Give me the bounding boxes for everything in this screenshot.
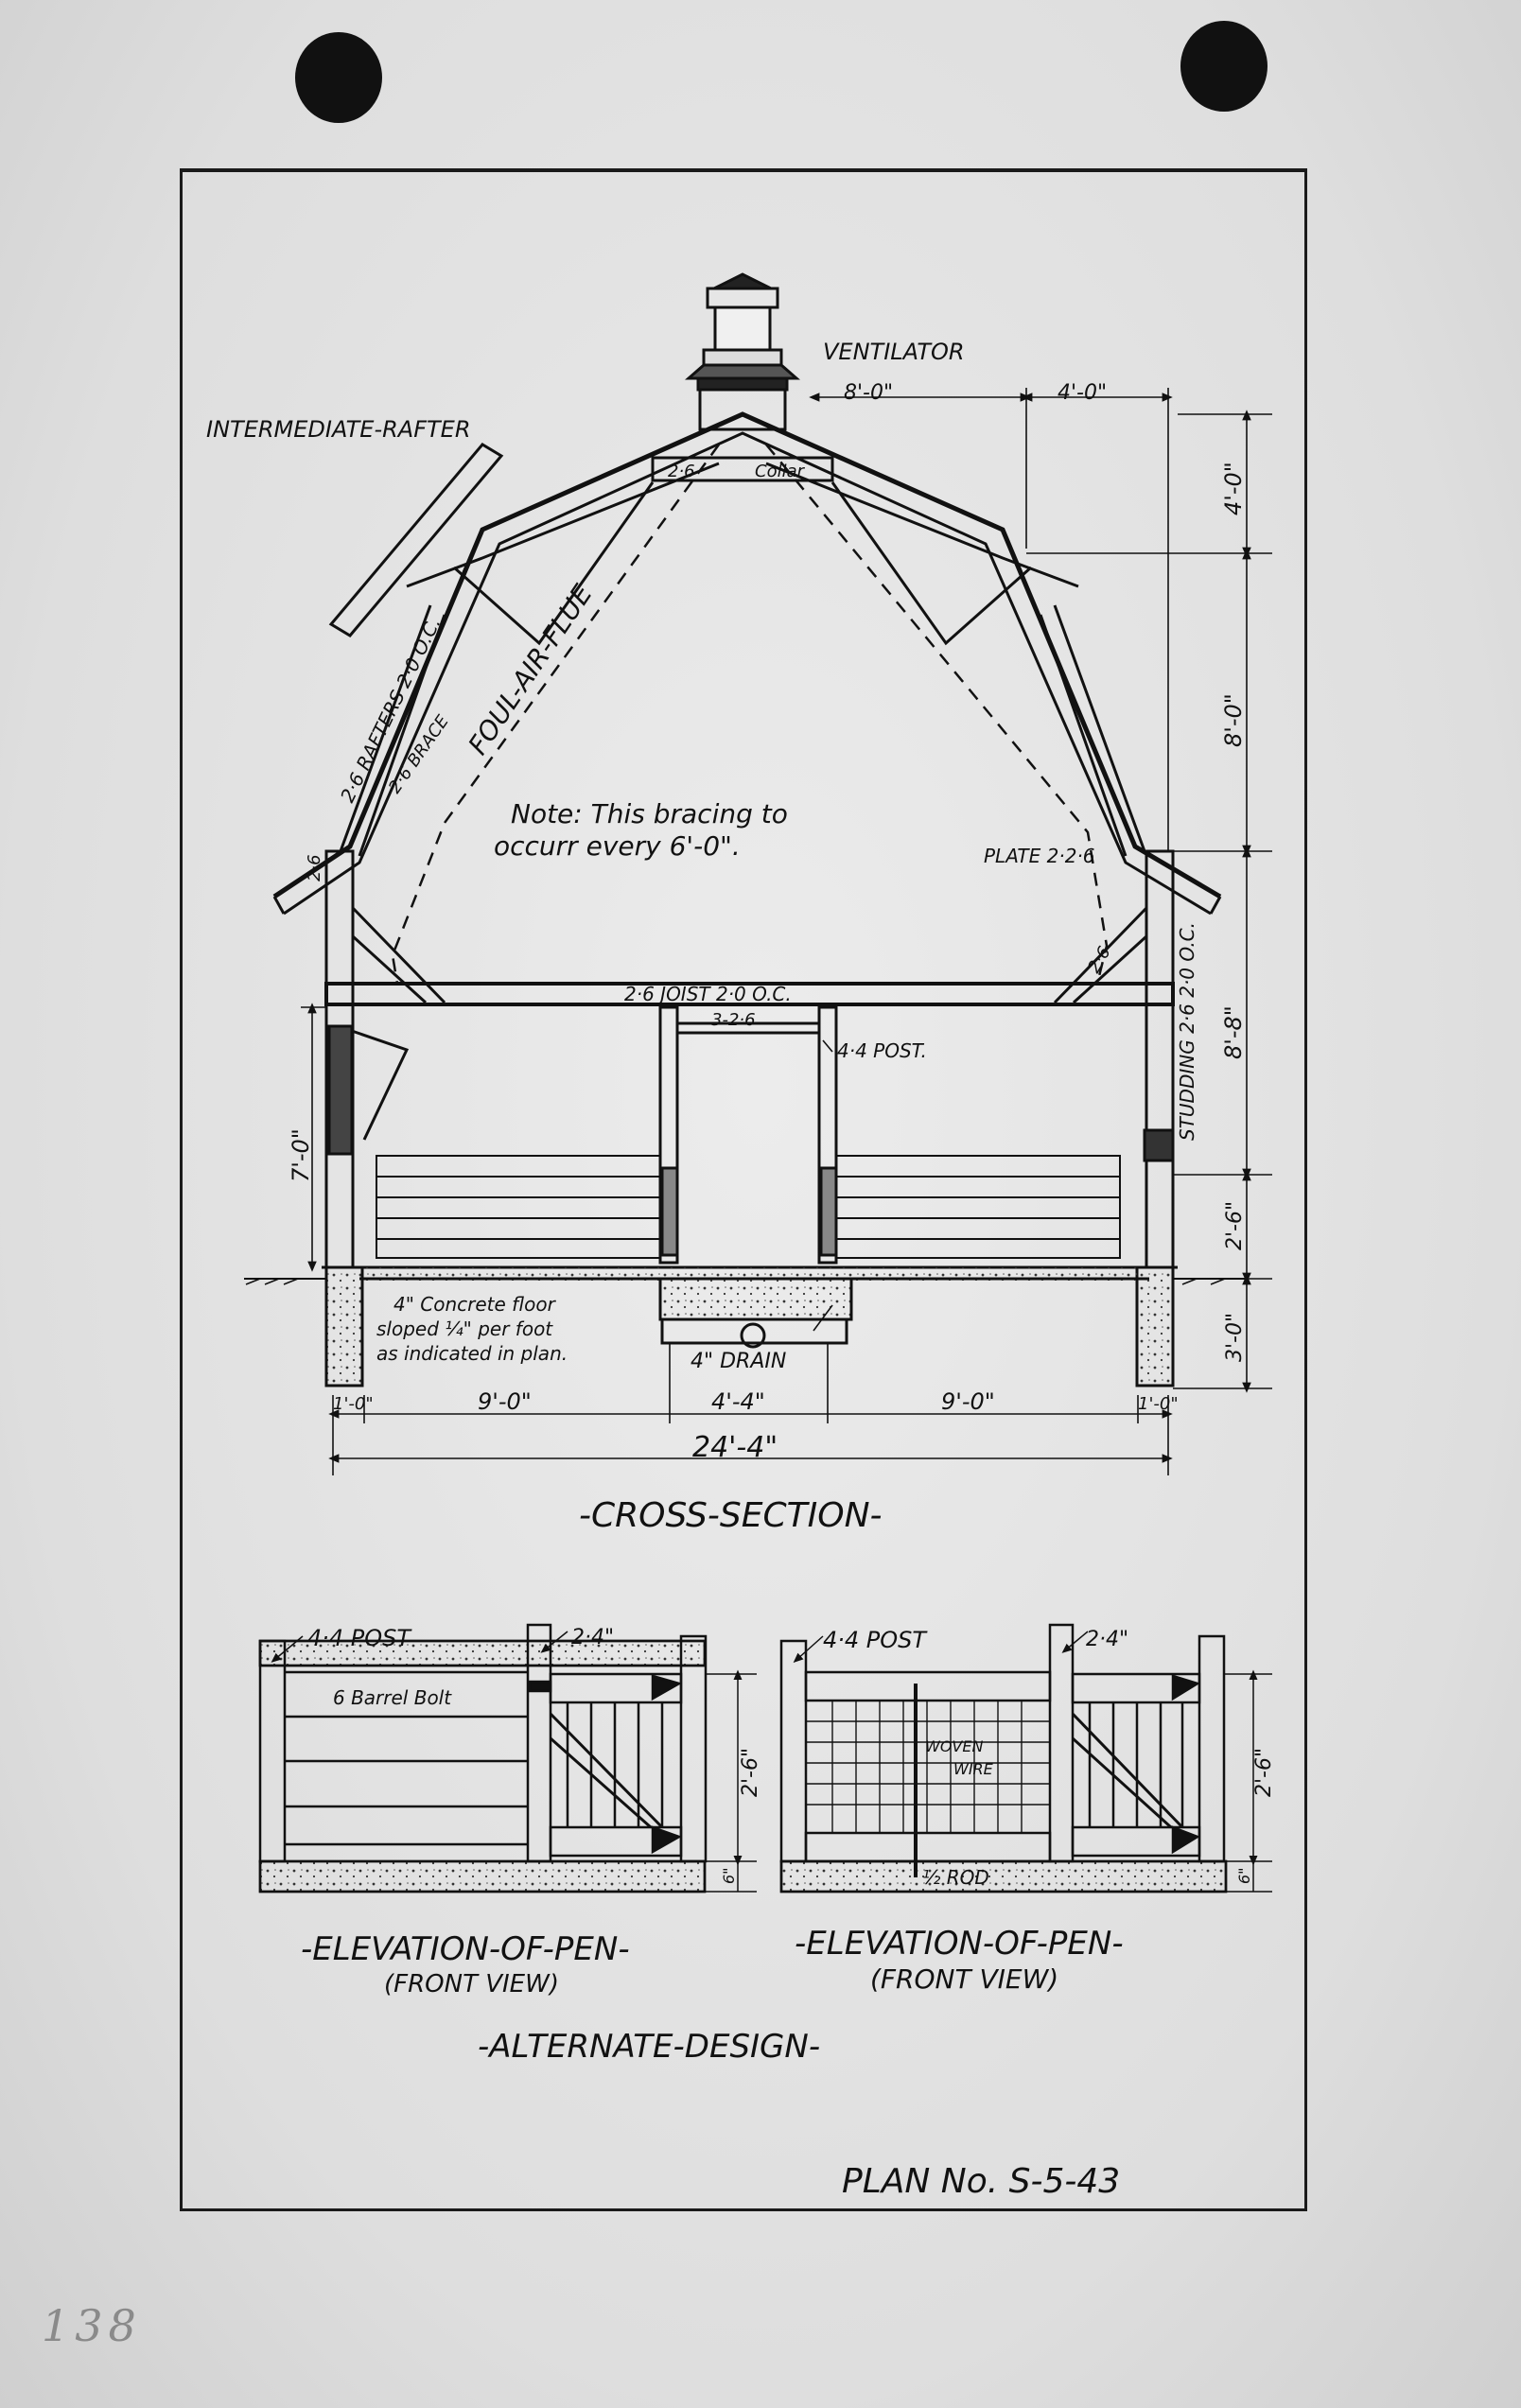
note-line-1: Note: This bracing to bbox=[511, 798, 788, 829]
barrel-bolt-label: 6 Barrel Bolt bbox=[333, 1686, 452, 1709]
collar-label: Collar bbox=[755, 462, 806, 481]
front-view-left: (FRONT VIEW) bbox=[384, 1970, 559, 1998]
collar-size-label: 2·6 bbox=[668, 462, 695, 481]
dim-right-8-0: 8'-0" bbox=[1220, 693, 1247, 747]
plan-number: PLAN No. S-5-43 bbox=[842, 2162, 1120, 2201]
plate-label: PLATE 2·2·6 bbox=[984, 845, 1095, 867]
page-number: 138 bbox=[42, 2300, 142, 2351]
drain-label: 4" DRAIN bbox=[691, 1350, 786, 1373]
floor-note-line-1: 4" Concrete floor bbox=[393, 1293, 557, 1316]
right-size-label: 2·6 bbox=[1084, 943, 1115, 976]
punch-hole-left bbox=[295, 32, 382, 123]
left-2x4-label: 2·4" bbox=[571, 1626, 614, 1649]
elevation-right-labels: 4·4 POST 2·4" WOVEN WIRE ½ ROD 2'-6" 6" bbox=[823, 1627, 1276, 1889]
drawing-border bbox=[180, 168, 1307, 2211]
right-2x4-label: 2·4" bbox=[1086, 1628, 1128, 1651]
elevation-left-labels: 4·4 POST 2·4" 6 Barrel Bolt 2'-6" 6" bbox=[307, 1625, 762, 1884]
note-line-2: occurr every 6'-0". bbox=[494, 830, 741, 862]
post-label: 4·4 POST. bbox=[837, 1039, 927, 1062]
punch-hole-right bbox=[1180, 21, 1268, 112]
floor-note-line-3: as indicated in plan. bbox=[376, 1342, 568, 1365]
beam-label: 3-2·6 bbox=[711, 1010, 756, 1030]
dim-left-7-0: 7'-0" bbox=[288, 1128, 314, 1182]
left-post-label: 4·4 POST bbox=[307, 1625, 412, 1651]
rod-label: ½ ROD bbox=[922, 1866, 989, 1889]
dim-bottom-1-0-left: 1'-0" bbox=[333, 1394, 374, 1414]
woven-wire-label-1: WOVEN bbox=[925, 1737, 983, 1755]
dim-right-3-0: 3'-0" bbox=[1223, 1313, 1247, 1362]
intermediate-rafter-label: INTERMEDIATE-RAFTER bbox=[206, 416, 471, 443]
elevation-left-frame bbox=[258, 1623, 757, 1893]
joist-label: 2·6 JOIST 2·0 O.C. bbox=[624, 983, 792, 1005]
dim-right-2-6: 2'-6" bbox=[1223, 1201, 1247, 1250]
alternate-design-title: -ALTERNATE-DESIGN- bbox=[478, 2028, 820, 2066]
elevation-right-title: -ELEVATION-OF-PEN- bbox=[795, 1925, 1124, 1963]
dim-right-8-8: 8'-8" bbox=[1220, 1005, 1247, 1059]
right-base-dim: 6" bbox=[1235, 1867, 1253, 1884]
left-base-dim: 6" bbox=[720, 1867, 738, 1884]
dim-overall: 24'-4" bbox=[692, 1431, 778, 1464]
ventilator-label: VENTILATOR bbox=[823, 339, 965, 365]
dim-bottom-9-0-left: 9'-0" bbox=[478, 1388, 532, 1415]
dim-bottom-1-0-right: 1'-0" bbox=[1138, 1394, 1179, 1414]
foul-air-flue-label: FOUL-AIR-FLUE bbox=[462, 579, 598, 760]
cross-section-title: -CROSS-SECTION- bbox=[579, 1496, 882, 1535]
dim-top-8-0: 8'-0" bbox=[844, 381, 893, 405]
cross-section bbox=[244, 272, 1272, 1475]
right-height-dim: 2'-6" bbox=[1252, 1748, 1276, 1797]
left-size-label: 2·6 bbox=[305, 854, 324, 881]
floor-note-line-2: sloped ¼" per foot bbox=[376, 1317, 553, 1340]
dim-right-4-0: 4'-0" bbox=[1220, 462, 1247, 515]
ventilator-drawing bbox=[685, 272, 800, 431]
front-view-right: (FRONT VIEW) bbox=[870, 1963, 1058, 1995]
woven-wire-label-2: WIRE bbox=[953, 1760, 994, 1778]
dim-top-4-0: 4'-0" bbox=[1058, 381, 1107, 405]
elevation-right-frame bbox=[779, 1623, 1272, 1893]
studding-label: STUDDING 2·6 2·0 O.C. bbox=[1176, 922, 1198, 1141]
dim-bottom-9-0-right: 9'-0" bbox=[941, 1388, 995, 1415]
right-post-label: 4·4 POST bbox=[823, 1627, 928, 1653]
dim-bottom-4-4: 4'-4" bbox=[711, 1388, 765, 1415]
left-height-dim: 2'-6" bbox=[739, 1748, 762, 1797]
elevation-left-title: -ELEVATION-OF-PEN- bbox=[301, 1930, 630, 1968]
